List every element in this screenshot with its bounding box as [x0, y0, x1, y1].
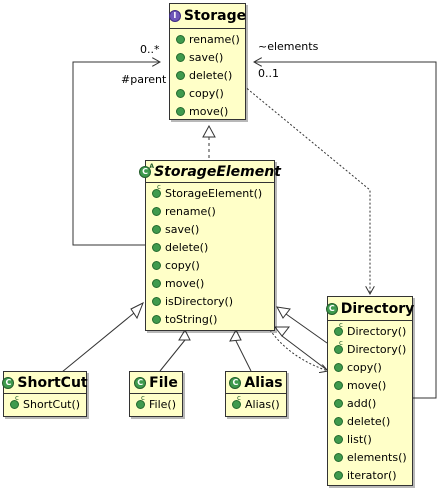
elements-multiplicity-label: 0..1 [258, 67, 279, 80]
generalization-edge-shortcut [61, 301, 144, 373]
public-method-icon [176, 70, 185, 80]
directory-method: list() [328, 430, 412, 448]
storage-method: move() [170, 102, 245, 120]
public-method-icon [334, 398, 343, 408]
public-method-icon [334, 434, 343, 444]
realization-edge [202, 124, 216, 160]
directory-method: copy() [328, 358, 412, 376]
dependency-edge-element-directory [269, 329, 328, 371]
generalization-edge-file [159, 328, 191, 372]
elements-role-label: ~elements [258, 40, 319, 53]
directory-method: delete() [328, 412, 412, 430]
public-method-icon [152, 260, 161, 270]
shortcut-name: ShortCut [17, 374, 88, 391]
constructor-icon: c [232, 394, 241, 409]
storage-element-method: toString() [146, 310, 274, 328]
public-method-icon [334, 380, 343, 390]
public-method-icon [152, 314, 161, 324]
parent-multiplicity-label: 0..* [140, 43, 160, 56]
alias-header: C Alias [226, 372, 286, 394]
constructor-icon: c [136, 394, 145, 409]
public-method-icon [334, 452, 343, 462]
interface-icon: I [168, 10, 181, 22]
public-method-icon [152, 224, 161, 234]
directory-header: C Directory [325, 297, 415, 321]
storage-element-method: delete() [146, 238, 274, 256]
shortcut-header: C ShortCut [2, 372, 88, 394]
public-method-icon [152, 278, 161, 288]
storage-method: copy() [170, 84, 245, 102]
constructor-icon: c [152, 183, 161, 198]
elements-association-edge [254, 62, 437, 399]
storage-method: rename() [170, 30, 245, 48]
constructor-icon: c [10, 394, 19, 409]
alias-name: Alias [244, 374, 283, 391]
public-method-icon [152, 206, 161, 216]
public-method-icon [334, 362, 343, 372]
public-method-icon [152, 242, 161, 252]
class-icon: C [229, 376, 242, 389]
file-name: File [149, 374, 178, 391]
generalization-edge-directory [273, 306, 328, 371]
public-method-icon [334, 416, 343, 426]
public-method-icon [152, 296, 161, 306]
parent-association-edge [72, 62, 160, 246]
directory-method: elements() [328, 448, 412, 466]
storage-interface-box[interactable]: I Storage rename() save() delete() copy(… [168, 3, 247, 120]
storage-element-method: rename() [146, 202, 274, 220]
directory-method: move() [328, 376, 412, 394]
storage-method: delete() [170, 66, 245, 84]
storage-element-name: StorageElement [154, 163, 281, 180]
directory-method: iterator() [328, 466, 412, 484]
class-icon: C [325, 302, 338, 315]
public-method-icon [176, 34, 185, 44]
public-method-icon [176, 52, 185, 62]
public-method-icon [176, 88, 185, 98]
directory-name: Directory [340, 300, 415, 317]
public-method-icon [334, 470, 343, 480]
storage-method: save() [170, 48, 245, 66]
directory-method: add() [328, 394, 412, 412]
dependency-edge-storage-directory [243, 85, 370, 294]
storage-element-method: save() [146, 220, 274, 238]
storage-header: I Storage [168, 4, 247, 29]
class-icon: C [134, 376, 147, 389]
public-method-icon [176, 106, 185, 116]
class-icon: C [2, 376, 15, 389]
storage-name: Storage [183, 8, 247, 24]
storage-element-method: copy() [146, 256, 274, 274]
storage-element-method: move() [146, 274, 274, 292]
generalization-edge-alias [229, 328, 252, 372]
file-header: C File [130, 372, 182, 394]
parent-role-label: #parent [121, 73, 167, 86]
storage-element-method: isDirectory() [146, 292, 274, 310]
constructor-icon: c [334, 339, 343, 354]
constructor-icon: c [334, 321, 343, 336]
